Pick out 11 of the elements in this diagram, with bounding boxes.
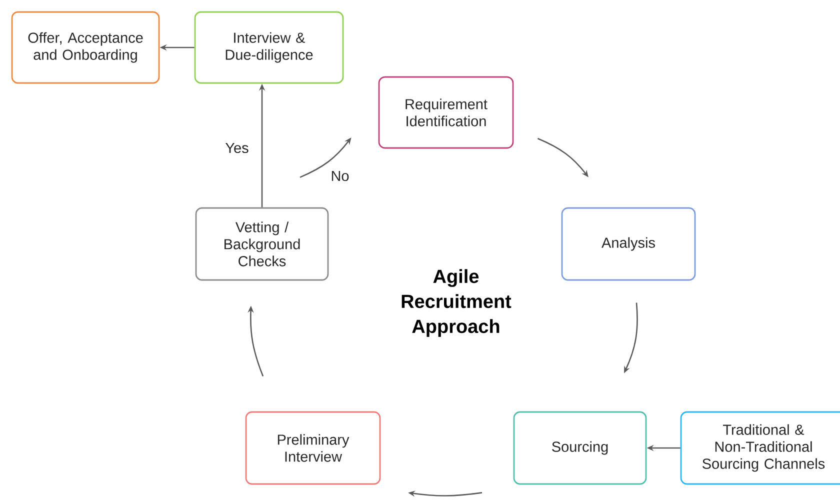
process-box: Interview & Due-diligence [194,11,344,84]
process-box: Requirement Identification [378,76,514,149]
edge-label: Yes [224,142,250,154]
process-box: Offer, Acceptance and Onboarding [11,11,160,84]
process-box: Sourcing [513,411,647,485]
process-box: Analysis [561,207,696,281]
process-box: Vetting / Background Checks [195,207,329,281]
process-box: Traditional & Non-Traditional Sourcing Channels [680,411,840,485]
edge-label: No [330,170,350,182]
process-box: Preliminary Interview [245,411,381,485]
diagram-title: Agile Recruitment Approach [402,269,512,337]
